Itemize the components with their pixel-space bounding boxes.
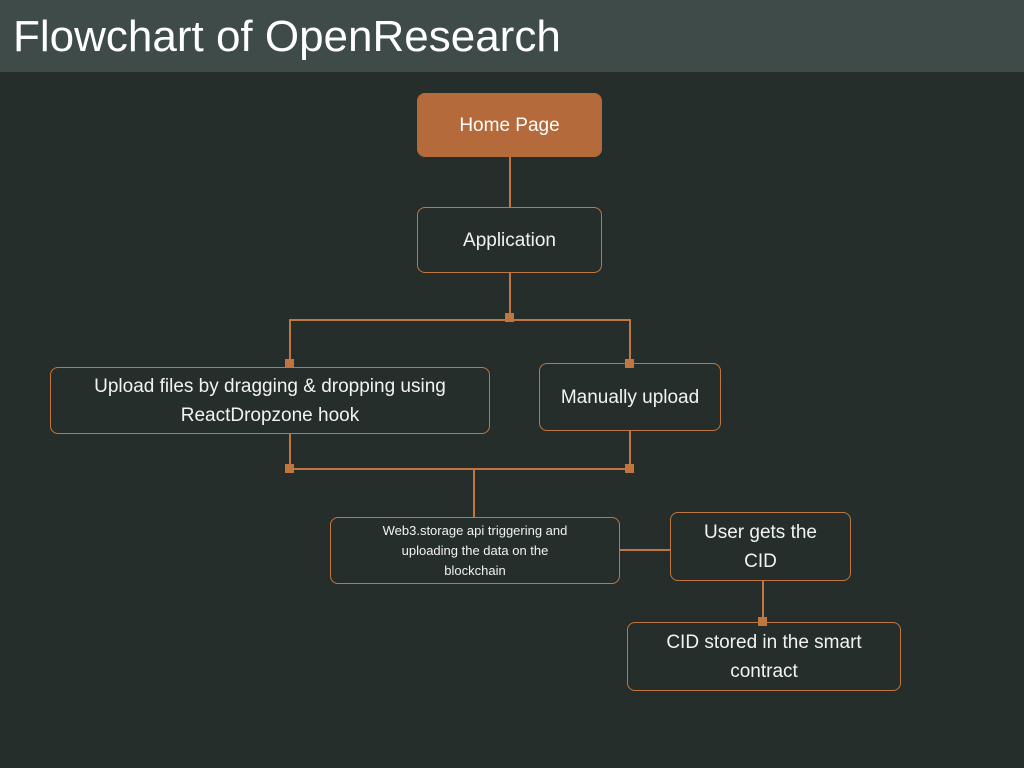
node-web3-storage-label-line1: Web3.storage api triggering and <box>382 522 568 538</box>
node-home-page-label: Home Page <box>459 114 560 136</box>
node-smart-contract-label-line1: CID stored in the smart <box>666 631 862 653</box>
edge-application-down <box>509 272 511 320</box>
edge-merge-to-web3 <box>473 468 475 517</box>
node-manual-upload-label: Manually upload <box>560 386 700 408</box>
node-upload-dragdrop-label-line2: ReactDropzone hook <box>180 404 360 426</box>
node-smart-contract[interactable]: CID stored in the smart contract <box>627 622 901 691</box>
page-title: Flowchart of OpenResearch <box>13 12 561 61</box>
node-application[interactable]: Application <box>417 207 602 273</box>
edge-split-bar <box>289 319 631 321</box>
edge-user-cid-to-contract <box>762 580 764 624</box>
node-web3-storage-label-line2: uploading the data on the <box>401 542 549 558</box>
edge-upload-dragdrop-down <box>289 433 291 469</box>
node-user-cid-label-line2: CID <box>744 550 777 572</box>
node-upload-dragdrop-label-line1: Upload files by dragging & dropping usin… <box>94 375 446 397</box>
junction-upload-dragdrop-top <box>285 359 294 368</box>
edge-home-to-application <box>509 156 511 207</box>
junction-smart-contract-top <box>758 617 767 626</box>
flowchart-canvas: Home Page Application Upload files by dr… <box>0 72 1024 768</box>
node-application-label: Application <box>463 229 556 251</box>
node-home-page[interactable]: Home Page <box>417 93 602 157</box>
node-smart-contract-label-line2: contract <box>730 660 798 682</box>
edge-split-right-down <box>629 319 631 367</box>
title-bar: Flowchart of OpenResearch <box>0 0 1024 72</box>
node-manual-upload[interactable]: Manually upload <box>539 363 721 431</box>
junction-split-top <box>505 313 514 322</box>
edge-manual-upload-down <box>629 430 631 469</box>
node-user-cid[interactable]: User gets the CID <box>670 512 851 581</box>
node-web3-storage[interactable]: Web3.storage api triggering and uploadin… <box>330 517 620 584</box>
edge-web3-to-user-cid <box>619 549 671 551</box>
node-upload-dragdrop[interactable]: Upload files by dragging & dropping usin… <box>50 367 490 434</box>
node-web3-storage-label-line3: blockchain <box>444 562 506 578</box>
edge-merge-bar <box>289 468 631 470</box>
edge-split-left-down <box>289 319 291 367</box>
node-user-cid-label-line1: User gets the <box>704 521 817 543</box>
